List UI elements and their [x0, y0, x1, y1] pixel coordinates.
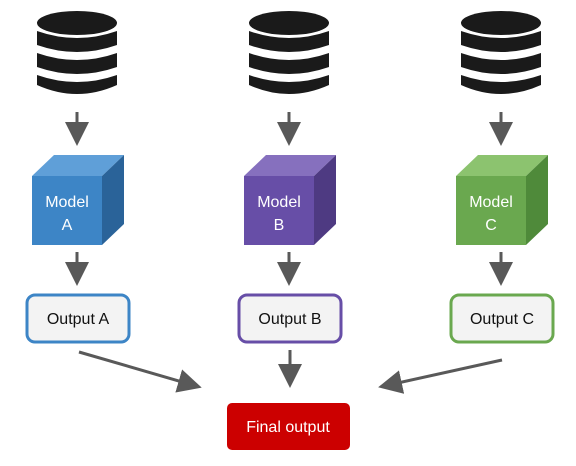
model-b-cube-icon: Model B — [244, 155, 336, 245]
model-a-label-line1: Model — [45, 194, 89, 211]
database-icon — [37, 11, 117, 94]
output-a-box: Output A — [25, 293, 131, 344]
model-a-cube-icon: Model A — [32, 155, 124, 245]
output-a-label: Output A — [47, 311, 110, 328]
model-c-label-line1: Model — [469, 194, 513, 211]
output-b-box: Output B — [237, 293, 343, 344]
model-a-label-line2: A — [62, 217, 73, 234]
output-c-label: Output C — [470, 311, 534, 328]
model-b-label-line1: Model — [257, 194, 301, 211]
database-icon — [249, 11, 329, 94]
database-icon — [461, 11, 541, 94]
final-output-label: Final output — [246, 419, 330, 436]
model-c-cube-icon: Model C — [456, 155, 548, 245]
output-b-label: Output B — [258, 311, 321, 328]
column-a: Model A Output A — [25, 11, 131, 344]
column-c: Model C Output C — [449, 11, 555, 344]
output-c-box: Output C — [449, 293, 555, 344]
arrow-output-a-to-final — [78, 350, 202, 393]
final-output-box: Final output — [227, 403, 350, 450]
arrow-output-c-to-final — [378, 358, 503, 394]
model-b-label-line2: B — [274, 217, 285, 234]
column-b: Model B Output B — [237, 11, 343, 344]
model-c-label-line2: C — [485, 217, 497, 234]
